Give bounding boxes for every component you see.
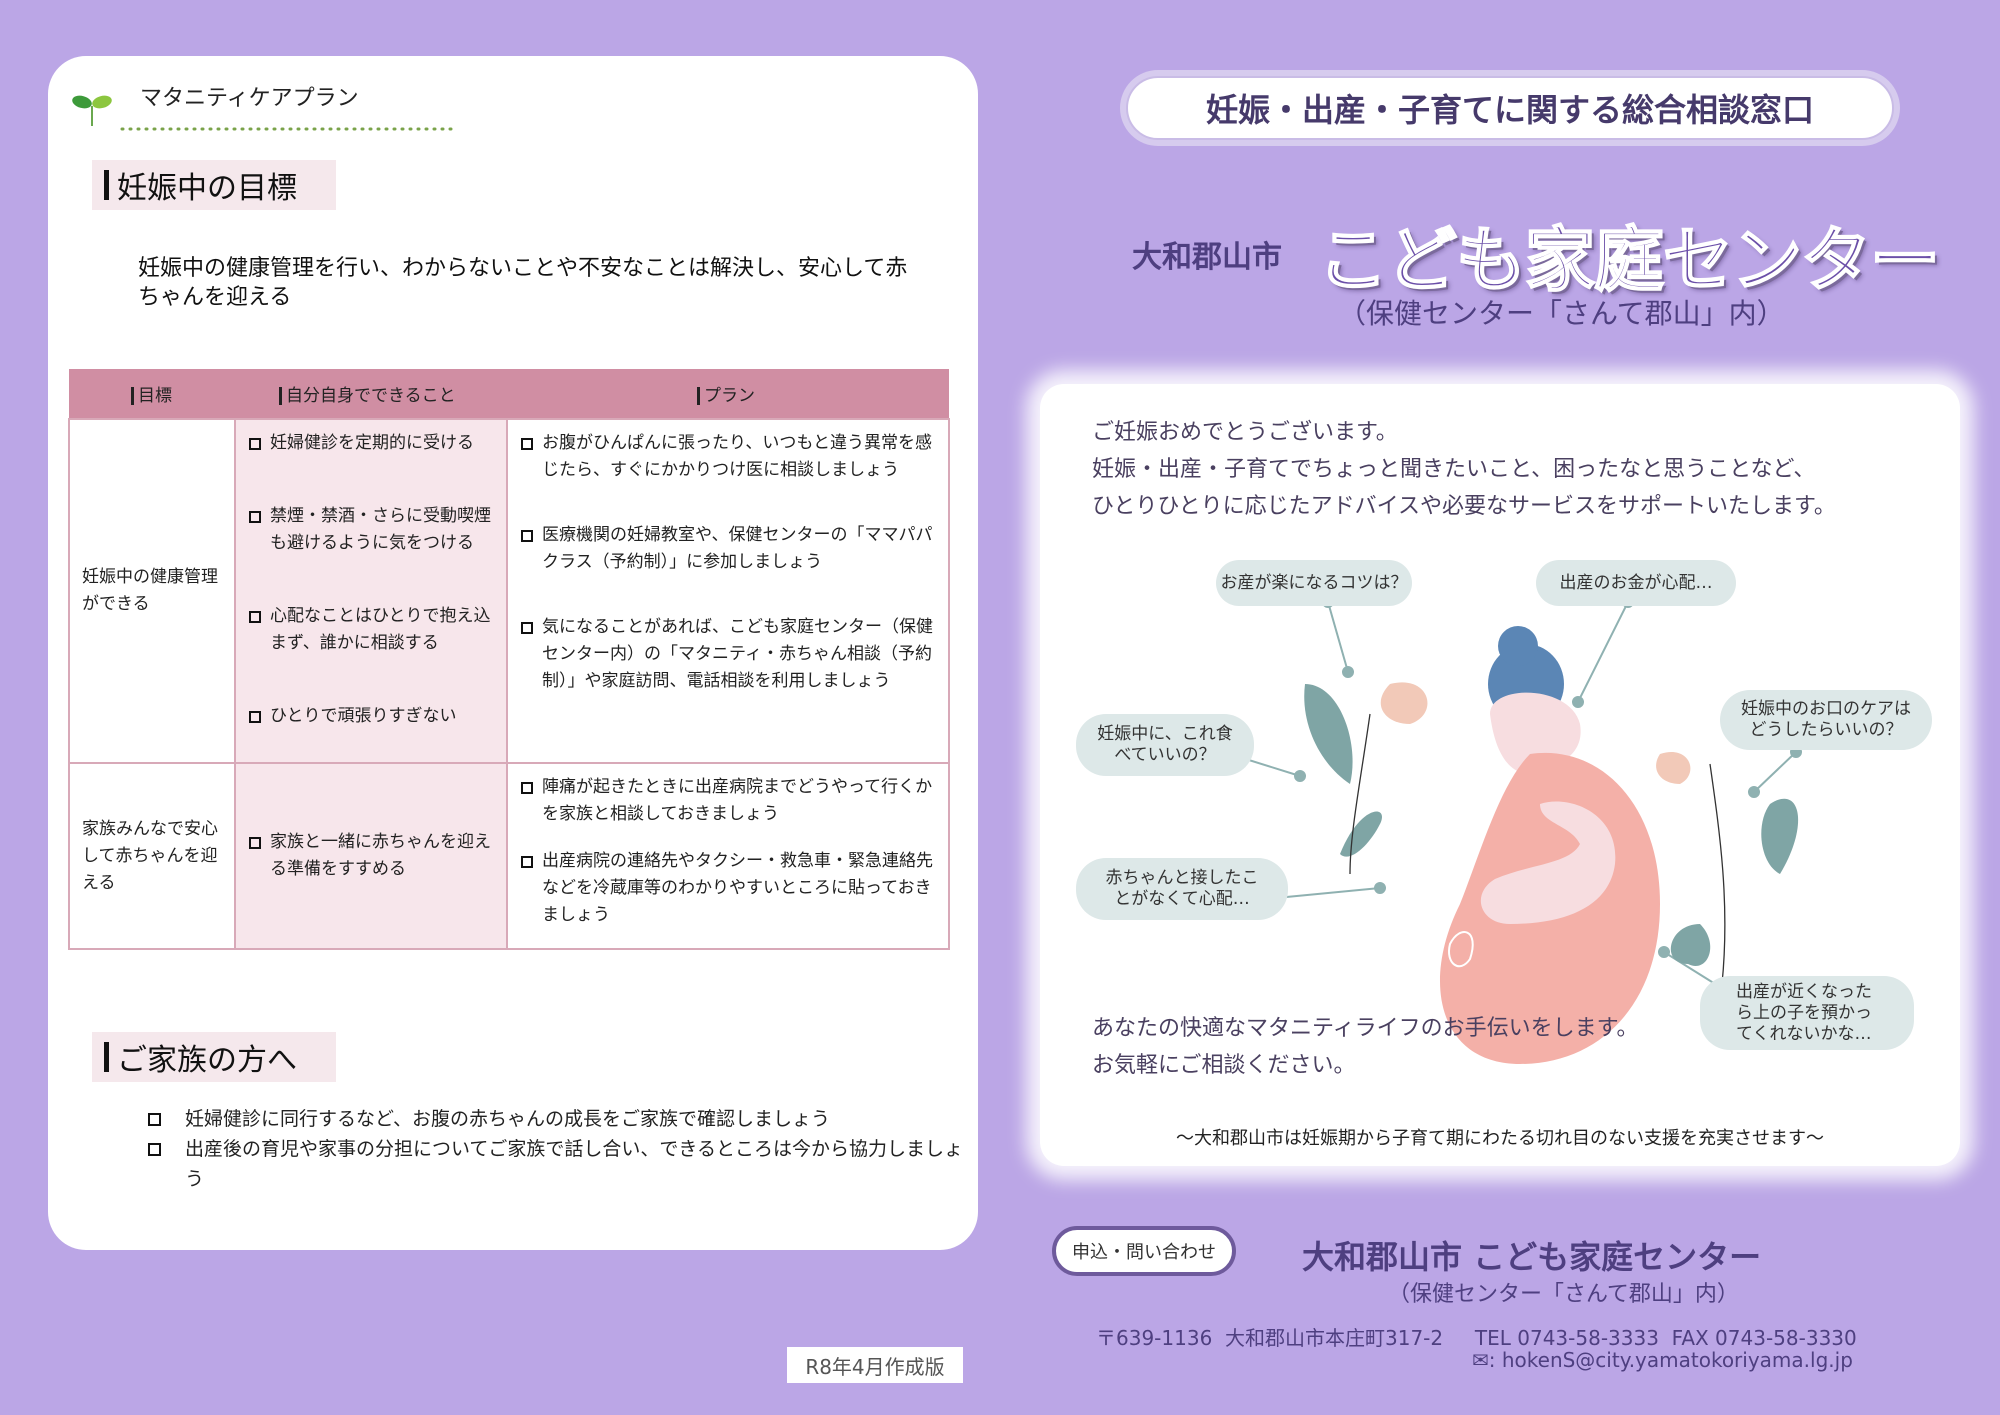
checkbox-icon — [148, 1143, 161, 1156]
checklist-item[interactable]: 出産後の育児や家事の分担についてご家族で話し合い、できるところは今から協力しまし… — [148, 1134, 978, 1194]
checklist-item[interactable]: 陣痛が起きたときに出産病院までどうやって行くかを家族と相談しておきましょう — [518, 774, 938, 828]
dotted-line-divider — [120, 127, 460, 131]
header-self: 自分自身でできること — [235, 369, 507, 419]
maternity-care-plan-panel: マタニティケアプラン 妊娠中の目標 妊娠中の健康管理を行い、わからないことや不安… — [48, 56, 978, 1250]
heading-text: 妊娠中の目標 — [117, 171, 297, 206]
checklist-item[interactable]: お腹がひんぱんに張ったり、いつもと違う異常を感じたら、すぐにかかりつけ医に相談し… — [518, 430, 938, 484]
section-heading-family: ご家族の方へ — [92, 1032, 336, 1082]
goal-cell: 妊娠中の健康管理ができる — [68, 418, 236, 764]
header-plan: プラン — [507, 369, 949, 419]
contact-inquiry-button[interactable]: 申込・問い合わせ — [1052, 1226, 1236, 1276]
intro-text: 妊娠中の健康管理を行い、わからないことや不安なことは解決し、安心して赤ちゃんを迎… — [138, 256, 908, 310]
checkbox-icon — [521, 622, 533, 634]
speech-bubble: 出産が近くなったら上の子を預かってくれないかな… — [1700, 976, 1914, 1050]
footer-address-phone: 〒639-1136 大和郡山市本庄町317-2 TEL 0743-58-3333… — [1096, 1326, 1857, 1350]
sprout-icon — [72, 95, 112, 126]
speech-bubble: 赤ちゃんと接したことがなくて心配… — [1076, 858, 1288, 920]
checklist-item[interactable]: 妊婦健診に同行するなど、お腹の赤ちゃんの成長をご家族で確認しましょう — [148, 1104, 978, 1134]
speech-bubble: お産が楽になるコツは？ — [1216, 560, 1412, 606]
checkbox-icon — [249, 837, 261, 849]
checklist-item[interactable]: 心配なことはひとりで抱え込まず、誰かに相談する — [246, 603, 496, 657]
checkbox-icon — [249, 438, 261, 450]
footer-email-link[interactable]: ✉: hokenS@city.yamatokoriyama.lg.jp — [1472, 1348, 1853, 1372]
family-checklist: 妊婦健診に同行するなど、お腹の赤ちゃんの成長をご家族で確認しましょう 出産後の育… — [148, 1104, 978, 1194]
version-label: R8年4月作成版 — [787, 1347, 963, 1383]
checkbox-icon — [521, 782, 533, 794]
checkbox-icon — [521, 856, 533, 868]
table-row: 妊娠中の健康管理ができる 妊婦健診を定期的に受ける 禁煙・禁酒・さらに受動喫煙も… — [68, 418, 950, 764]
heading-bar — [104, 1042, 109, 1072]
center-name: こども家庭センター — [1317, 218, 1941, 302]
checkbox-icon — [148, 1113, 161, 1126]
checklist-item[interactable]: 気になることがあれば、こども家庭センター（保健センター内）の「マタニティ・赤ちゃ… — [518, 614, 938, 695]
speech-bubble: 出産のお金が心配… — [1536, 560, 1736, 606]
heading-bar — [104, 170, 109, 200]
info-card: ご妊娠おめでとうございます。 妊娠・出産・子育てでちょっと聞きたいこと、困ったな… — [1040, 384, 1960, 1166]
plan-cell: 陣痛が起きたときに出産病院までどうやって行くかを家族と相談しておきましょう 出産… — [506, 762, 950, 950]
speech-bubble: 妊娠中に、これ食べていいの？ — [1076, 714, 1254, 776]
checklist-item[interactable]: ひとりで頑張りすぎない — [246, 703, 496, 730]
self-cell: 家族と一緒に赤ちゃんを迎える準備をすすめる — [234, 762, 508, 950]
checklist-item[interactable]: 出産病院の連絡先やタクシー・救急車・緊急連絡先などを冷蔵庫等のわかりやすいところ… — [518, 848, 938, 929]
checkbox-icon — [521, 530, 533, 542]
checklist-item[interactable]: 妊婦健診を定期的に受ける — [246, 430, 496, 457]
plan-cell: お腹がひんぱんに張ったり、いつもと違う異常を感じたら、すぐにかかりつけ医に相談し… — [506, 418, 950, 764]
plan-title: マタニティケアプラン — [140, 86, 359, 111]
checkbox-icon — [521, 438, 533, 450]
self-cell: 妊婦健診を定期的に受ける 禁煙・禁酒・さらに受動喫煙も避けるように気をつける 心… — [234, 418, 508, 764]
checkbox-icon — [249, 511, 261, 523]
tagline: ～大和郡山市は妊娠期から子育て期にわたる切れ目のない支援を充実させます～ — [1176, 1128, 1824, 1149]
section-heading-pregnancy-goals: 妊娠中の目標 — [92, 160, 336, 210]
header-goal: 目標 — [69, 369, 235, 419]
greeting-text: ご妊娠おめでとうございます。 妊娠・出産・子育てでちょっと聞きたいこと、困ったな… — [1092, 420, 1836, 519]
checklist-item[interactable]: 医療機関の妊婦教室や、保健センターの「ママパパクラス（予約制）」に参加しましょう — [518, 522, 938, 576]
checkbox-icon — [249, 611, 261, 623]
center-location: （保健センター「さんて郡山」内） — [1338, 297, 1785, 330]
table-row: 家族みんなで安心して赤ちゃんを迎える 家族と一緒に赤ちゃんを迎える準備をすすめる… — [68, 762, 950, 950]
care-plan-table: 目標 自分自身でできること プラン 妊娠中の健康管理ができる 妊婦健診を定期的に… — [68, 369, 950, 950]
goal-cell: 家族みんなで安心して赤ちゃんを迎える — [68, 762, 236, 950]
footer-center-name: 大和郡山市 こども家庭センター — [1302, 1238, 1762, 1276]
speech-bubble: 妊娠中のお口のケアはどうしたらいいの？ — [1720, 690, 1932, 750]
checkbox-icon — [249, 711, 261, 723]
consultation-window-title: 妊娠・出産・子育てに関する総合相談窓口 — [1120, 70, 1900, 146]
checklist-item[interactable]: 家族と一緒に赤ちゃんを迎える準備をすすめる — [246, 829, 496, 883]
closing-text: あなたの快適なマタニティライフのお手伝いをします。 お気軽にご相談ください。 — [1092, 1016, 1639, 1078]
city-name: 大和郡山市 — [1132, 240, 1282, 275]
heading-text: ご家族の方へ — [117, 1043, 297, 1078]
footer-center-location: （保健センター「さんて郡山」内） — [1388, 1282, 1739, 1307]
checklist-item[interactable]: 禁煙・禁酒・さらに受動喫煙も避けるように気をつける — [246, 503, 496, 557]
